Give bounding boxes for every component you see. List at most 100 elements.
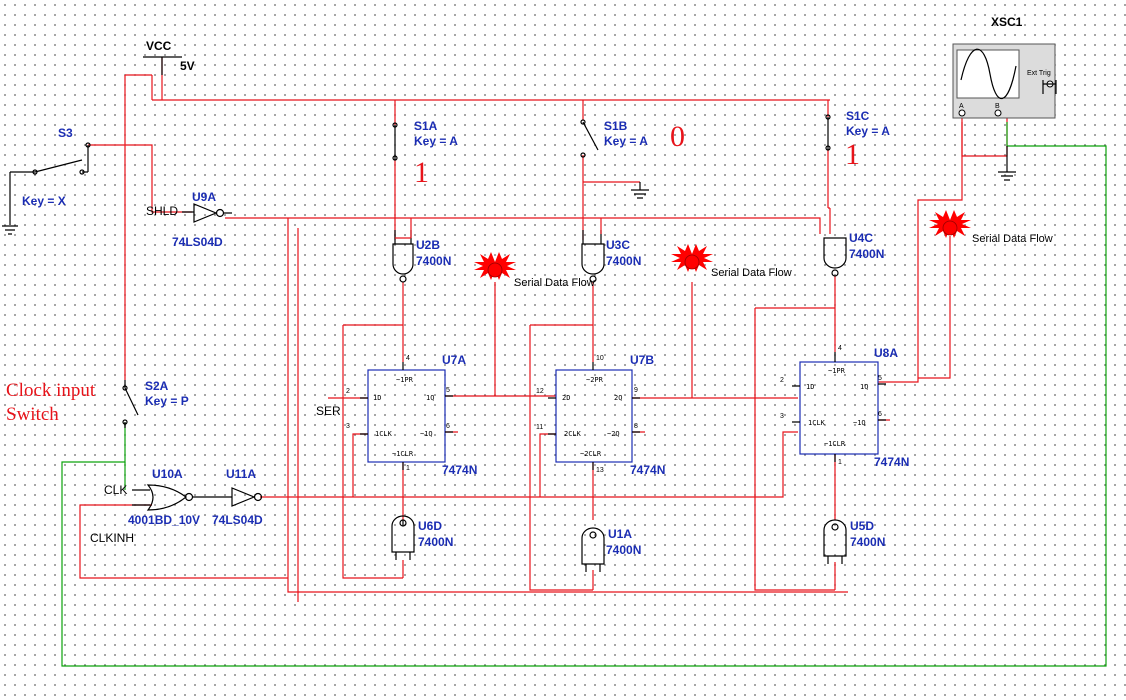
svg-text:2: 2 [780, 377, 784, 384]
svg-text:~2CLR: ~2CLR [580, 450, 602, 458]
scope-input-a-icon[interactable] [958, 109, 966, 117]
svg-text:10: 10 [596, 355, 604, 362]
nand-gate-u2b[interactable]: U2B 7400N [392, 230, 451, 283]
switch-s1c-key: Key = A [846, 124, 890, 138]
u7b-name: U7B [630, 353, 654, 367]
switch-s1b[interactable]: S1B Key = A [580, 119, 648, 158]
probe-3-label: Serial Data Flow [972, 233, 1053, 245]
svg-text:~2PR: ~2PR [586, 376, 604, 384]
scope-input-b-icon[interactable] [994, 109, 1002, 117]
u7a-name: U7A [442, 353, 466, 367]
switch-s1a-key: Key = A [414, 134, 458, 148]
ground-s1b [631, 182, 649, 199]
nand-gate-u1a[interactable]: U1A 7400N [581, 527, 641, 572]
clock-note-line1: Clock input [6, 380, 96, 401]
wires [79, 57, 1008, 602]
u4c-name: U4C [849, 231, 873, 245]
switch-s3[interactable]: S3 Key = X [10, 126, 91, 208]
nand-gate-u6d[interactable]: U6D 7400N [391, 515, 453, 560]
probe-3[interactable]: Serial Data Flow [929, 210, 1053, 245]
clock-note-line2: Switch [6, 404, 59, 425]
u9a-name: U9A [192, 190, 216, 204]
flipflop-u7b[interactable]: ~2PR 2D 2Q 2CLK ~2Q ~2CLR 10 12 11 9 8 1… [536, 353, 665, 477]
u11a-part: 74LS04D [212, 513, 263, 527]
svg-text:1: 1 [406, 465, 410, 472]
u10a-name: U10A [152, 467, 183, 481]
nand-gate-u3c[interactable]: U3C 7400N [581, 230, 641, 283]
switch-s1b-name: S1B [604, 119, 628, 133]
svg-text:~1CLR: ~1CLR [824, 440, 846, 448]
svg-text:9: 9 [634, 387, 638, 394]
u7b-part: 7474N [630, 463, 665, 477]
svg-text:1D: 1D [373, 394, 381, 402]
switch-s1c[interactable]: S1C Key = A [825, 109, 890, 151]
svg-text:4: 4 [406, 355, 410, 362]
svg-text:~1CLR: ~1CLR [392, 450, 414, 458]
u7a-part: 7474N [442, 463, 477, 477]
switch-s2a-key: Key = P [145, 394, 189, 408]
u2b-name: U2B [416, 238, 440, 252]
nor-gate-u10a[interactable]: U10A 4001BD_10V [128, 467, 232, 527]
s1b-state-annotation: 0 [670, 120, 685, 153]
switch-s3-key: Key = X [22, 194, 66, 208]
svg-text:2: 2 [346, 388, 350, 395]
u1a-part: 7400N [606, 543, 641, 557]
svg-text:5: 5 [446, 387, 450, 394]
probe-1-label: Serial Data Flow [514, 277, 595, 289]
svg-text:12: 12 [536, 388, 544, 395]
u6d-name: U6D [418, 519, 442, 533]
svg-text:~2Q: ~2Q [607, 430, 620, 438]
nand-gate-u5d[interactable]: U5D 7400N [823, 519, 885, 564]
flipflop-u7a[interactable]: ~1PR 1D 1Q 1CLK ~1Q ~1CLR 4 2 3 5 6 1 U7… [346, 353, 477, 477]
svg-text:3: 3 [346, 423, 350, 430]
inverter-u9a[interactable]: U9A 74LS04D [172, 190, 232, 249]
vcc-value: 5V [180, 59, 195, 73]
u2b-part: 7400N [416, 254, 451, 268]
net-label-ser: SER [316, 404, 341, 418]
svg-text:5: 5 [878, 375, 882, 382]
svg-text:1: 1 [838, 459, 842, 466]
flipflop-u8a[interactable]: ~1PR 1D 1Q 1CLK ~1Q ~1CLR 4 2 3 5 6 1 U8… [780, 345, 909, 469]
u5d-name: U5D [850, 519, 874, 533]
scope-channel-a: A [959, 103, 964, 110]
svg-text:2Q: 2Q [614, 394, 622, 402]
switch-s1a[interactable]: S1A Key = A [392, 119, 458, 161]
nand-gate-u4c[interactable]: U4C 7400N [823, 231, 884, 277]
svg-text:1CLK: 1CLK [808, 419, 826, 427]
svg-text:1CLK: 1CLK [375, 430, 393, 438]
switch-s1a-name: S1A [414, 119, 438, 133]
switch-s2a[interactable]: S2A Key = P [122, 379, 189, 428]
scope-channel-b-wire [61, 122, 1107, 667]
u3c-part: 7400N [606, 254, 641, 268]
svg-text:11: 11 [536, 424, 543, 431]
scope-channel-b: B [995, 103, 1000, 110]
svg-text:~1Q: ~1Q [420, 430, 433, 438]
svg-text:1Q: 1Q [860, 383, 868, 391]
scope-ext-trig: Ext Trig [1027, 70, 1051, 77]
probe-2[interactable]: Serial Data Flow [671, 244, 792, 279]
svg-text:~1PR: ~1PR [396, 376, 414, 384]
svg-text:2CLK: 2CLK [564, 430, 582, 438]
ground-s3 [2, 172, 18, 235]
svg-text:13: 13 [596, 467, 604, 474]
svg-text:1D: 1D [806, 383, 814, 391]
u8a-name: U8A [874, 346, 898, 360]
svg-text:1Q: 1Q [426, 394, 434, 402]
svg-text:6: 6 [446, 423, 450, 430]
svg-text:4: 4 [838, 345, 842, 352]
svg-text:6: 6 [878, 411, 882, 418]
oscilloscope-xsc1[interactable]: XSC1 Ext Trig A B [952, 15, 1057, 119]
u10a-part: 4001BD_10V [128, 513, 200, 527]
u3c-name: U3C [606, 238, 630, 252]
probe-1[interactable]: Serial Data Flow [474, 252, 595, 289]
vcc-supply: VCC 5V [143, 39, 195, 75]
switch-s3-name: S3 [58, 126, 73, 140]
svg-text:8: 8 [634, 423, 638, 430]
u4c-part: 7400N [849, 247, 884, 261]
probe-2-label: Serial Data Flow [711, 267, 792, 279]
net-label-clkinh: CLKINH [90, 531, 134, 545]
u5d-part: 7400N [850, 535, 885, 549]
svg-text:3: 3 [780, 413, 784, 420]
u6d-part: 7400N [418, 535, 453, 549]
